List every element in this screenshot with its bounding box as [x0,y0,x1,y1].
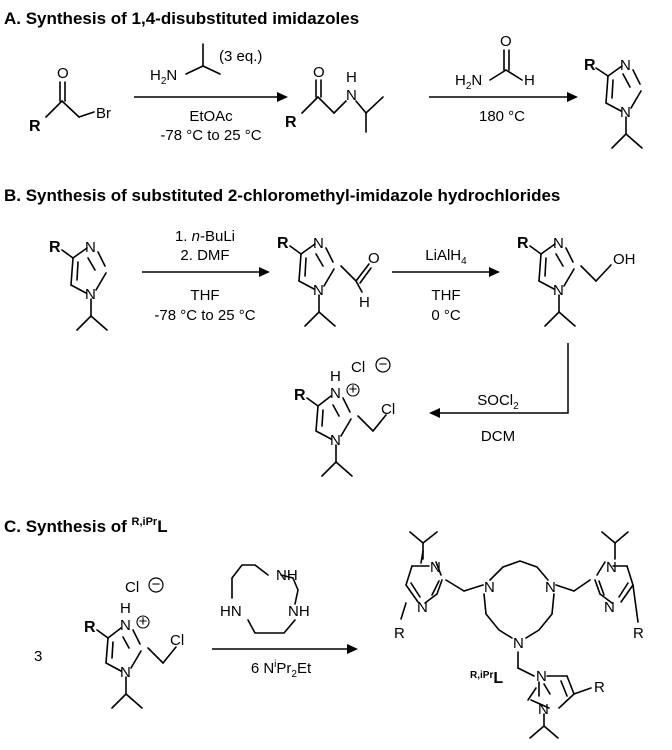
svg-text:N: N [620,57,631,74]
bromoketone-structure: R O Br [29,65,111,135]
svg-text:N: N [313,282,324,299]
svg-text:R: R [84,619,96,636]
condition-b1-step2: 2. DMF [180,247,229,264]
condition-b3-solvent: DCM [481,428,515,445]
svg-text:N: N [604,599,615,616]
svg-text:N: N [85,239,96,256]
imidazole-product-a: R N N [584,57,643,149]
isopropylamine-reagent: H2N (3 eq.) [150,43,262,87]
svg-text:N: N [606,559,617,576]
section-a-title: A. Synthesis of 1,4-disubstituted imidaz… [4,9,359,28]
svg-text:Cl: Cl [381,401,395,418]
svg-text:H: H [120,600,131,617]
condition-b1-step1: 1. n-BuLi [175,228,235,245]
svg-text:−: − [379,356,388,373]
condition-a2-temp: 180 °C [479,108,525,125]
ligand-label: R,iPrL [470,670,503,687]
svg-text:R: R [294,387,306,404]
condition-a1-solvent: EtOAc [189,108,233,125]
svg-text:R: R [29,118,41,135]
svg-text:N: N [513,635,524,652]
svg-text:H2N: H2N [455,72,482,92]
svg-text:N: N [553,235,564,252]
svg-text:N: N [313,235,324,252]
svg-text:N: N [620,104,631,121]
svg-text:H: H [524,72,535,89]
imidazole-methanol: R N N OH [517,235,636,327]
svg-text:O: O [57,65,69,82]
condition-b1-temp: -78 °C to 25 °C [154,307,255,324]
svg-text:(3 eq.): (3 eq.) [219,48,262,65]
svg-text:R: R [49,239,61,256]
chloromethyl-imidazolium-b: Cl − R N H + N Cl [294,356,395,477]
imidazole-start-b: R N N [49,239,108,331]
svg-text:N: N [536,668,547,685]
condition-b2-reagent: LiAlH4 [425,247,467,267]
aminoketone-structure: R O N H [285,64,384,133]
svg-text:N: N [330,432,341,449]
svg-text:O: O [313,64,325,81]
svg-text:R: R [517,235,529,252]
svg-text:HN: HN [220,603,242,620]
svg-text:Cl: Cl [125,579,139,596]
svg-text:N: N [417,599,428,616]
reaction-arrow-b3 [437,343,569,414]
svg-text:NH: NH [288,603,310,620]
svg-text:R: R [394,625,405,642]
svg-text:R: R [277,235,289,252]
svg-text:H2N: H2N [150,67,177,87]
svg-text:N: N [85,286,96,303]
svg-text:N: N [553,282,564,299]
formamide-reagent: H2N O H [455,33,535,92]
section-c-title: C. Synthesis of R,iPrL [4,516,168,536]
tacn-reagent: NH HN NH [220,564,310,634]
svg-text:N: N [430,559,441,576]
imidazole-aldehyde: R N N O H [277,235,380,327]
svg-text:Cl: Cl [170,632,184,649]
svg-text:O: O [368,250,380,267]
svg-text:−: − [152,576,161,593]
svg-text:N: N [120,617,131,634]
svg-text:H: H [359,294,370,311]
svg-text:Cl: Cl [351,359,365,376]
svg-text:H: H [330,368,341,385]
svg-text:R: R [285,114,297,131]
svg-text:O: O [500,33,512,50]
svg-text:N: N [120,664,131,681]
svg-text:R: R [633,625,644,642]
svg-text:Br: Br [96,105,111,122]
condition-c1-base: 6 NiPr2Et [251,659,312,680]
svg-text:OH: OH [613,251,636,268]
stoichiometry-coefficient: 3 [34,648,42,665]
svg-text:R: R [584,57,596,74]
svg-text:N: N [330,385,341,402]
svg-text:+: + [349,381,358,398]
section-b-title: B. Synthesis of substituted 2-chlorometh… [4,186,560,205]
svg-text:N: N [538,701,549,718]
condition-b2-solvent: THF [431,287,460,304]
svg-text:N: N [545,579,556,596]
svg-text:R: R [594,679,605,696]
svg-text:+: + [139,613,148,630]
condition-b2-temp: 0 °C [431,307,461,324]
svg-text:NH: NH [276,567,298,584]
svg-text:N: N [346,87,357,104]
condition-b1-solvent: THF [190,287,219,304]
chloromethyl-imidazolium-c: Cl − R N H + N Cl [84,576,184,709]
ligand-product: N N N N N R N N [394,531,644,739]
condition-a1-temp: -78 °C to 25 °C [160,127,261,144]
svg-text:H: H [346,69,357,86]
svg-text:N: N [484,579,495,596]
condition-b3-reagent: SOCl2 [477,392,519,412]
